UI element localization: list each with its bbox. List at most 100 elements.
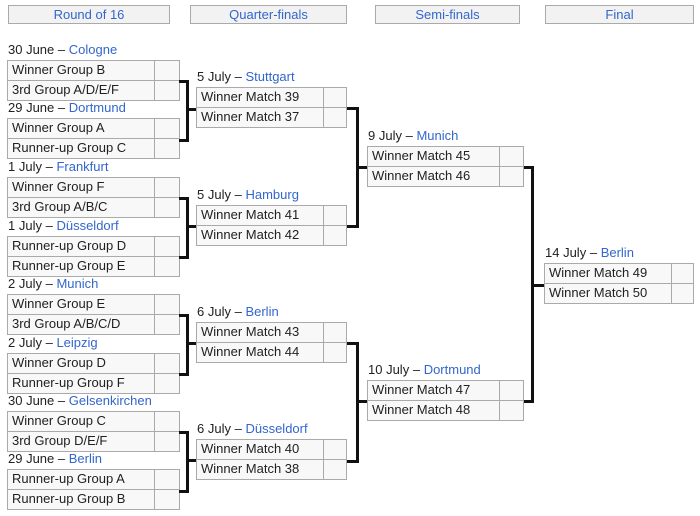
- venue-link[interactable]: Gelsenkirchen: [68, 393, 152, 408]
- match-date: 9 July – Munich: [368, 128, 459, 143]
- score-cell: [154, 490, 179, 509]
- connector-line: [179, 80, 189, 83]
- connector-line: [179, 314, 189, 317]
- venue-link[interactable]: Dortmund: [68, 100, 126, 115]
- header-quarter-finals: Quarter-finals: [190, 5, 347, 24]
- connector-line: [179, 139, 189, 142]
- header-round-of-16-link[interactable]: Round of 16: [53, 7, 125, 22]
- team-name: Winner Match 42: [201, 227, 300, 242]
- header-semi-finals: Semi-finals: [375, 5, 520, 24]
- connector-line: [179, 197, 189, 200]
- venue-link[interactable]: Berlin: [600, 245, 634, 260]
- score-cell: [154, 81, 179, 100]
- score-cell: [323, 343, 346, 362]
- team-row: 3rd Group A/B/C/D: [8, 314, 179, 334]
- team-name: Winner Match 38: [201, 461, 300, 476]
- connector-line: [186, 108, 196, 111]
- team-name: Winner Match 39: [201, 89, 300, 104]
- team-name: 3rd Group A/B/C/D: [12, 316, 121, 331]
- team-name: Runner-up Group C: [12, 140, 127, 155]
- score-cell: [154, 119, 179, 138]
- connector-line: [524, 400, 534, 403]
- team-name: Winner Match 43: [201, 324, 300, 339]
- match-date: 6 July – Düsseldorf: [197, 421, 308, 436]
- connector-line: [179, 373, 189, 376]
- team-row: Winner Group F: [8, 178, 179, 197]
- team-name: Winner Match 50: [549, 285, 648, 300]
- score-cell: [323, 206, 346, 225]
- score-cell: [323, 440, 346, 459]
- score-cell: [154, 315, 179, 334]
- team-row: Winner Match 49: [545, 264, 693, 283]
- team-row: Winner Group D: [8, 354, 179, 373]
- header-semi-finals-link[interactable]: Semi-finals: [415, 7, 480, 22]
- team-row: Winner Group E: [8, 295, 179, 314]
- team-row: Runner-up Group F: [8, 373, 179, 393]
- match-date: 29 June – Berlin: [8, 451, 102, 466]
- connector-line: [347, 460, 359, 463]
- score-cell: [154, 470, 179, 489]
- team-name: Runner-up Group A: [12, 471, 125, 486]
- r16-match-3: 1 July – Frankfurt Winner Group F 3rd Gr…: [7, 159, 180, 218]
- venue-link[interactable]: Düsseldorf: [245, 421, 308, 436]
- team-row: Winner Match 38: [197, 459, 346, 479]
- connector-line: [179, 431, 189, 434]
- team-name: Winner Group F: [12, 179, 105, 194]
- match-box: Winner Group C 3rd Group D/E/F: [7, 411, 180, 452]
- match-box: Winner Match 49 Winner Match 50: [544, 263, 694, 304]
- sf-match-1: 9 July – Munich Winner Match 45 Winner M…: [367, 128, 524, 187]
- connector-line: [524, 166, 534, 169]
- score-cell: [323, 460, 346, 479]
- venue-link[interactable]: Berlin: [245, 304, 279, 319]
- team-name: Runner-up Group F: [12, 375, 125, 390]
- header-final-link[interactable]: Final: [605, 7, 634, 22]
- team-row: Winner Match 37: [197, 107, 346, 127]
- team-row: Winner Match 39: [197, 88, 346, 107]
- team-row: Winner Match 43: [197, 323, 346, 342]
- team-name: Winner Match 46: [372, 168, 471, 183]
- header-quarter-finals-link[interactable]: Quarter-finals: [229, 7, 308, 22]
- venue-link[interactable]: Berlin: [68, 451, 102, 466]
- score-cell: [671, 264, 693, 283]
- venue-link[interactable]: Leipzig: [56, 335, 98, 350]
- connector-line: [356, 400, 367, 403]
- venue-link[interactable]: Cologne: [68, 42, 118, 57]
- match-box: Winner Match 47 Winner Match 48: [367, 380, 524, 421]
- team-row: Winner Group B: [8, 61, 179, 80]
- match-date: 30 June – Gelsenkirchen: [8, 393, 152, 408]
- r16-match-6: 2 July – Leipzig Winner Group D Runner-u…: [7, 335, 180, 394]
- venue-link[interactable]: Dortmund: [423, 362, 481, 377]
- connector-line: [356, 166, 367, 169]
- connector-line: [186, 314, 189, 376]
- team-row: Winner Group A: [8, 119, 179, 138]
- team-row: Winner Match 45: [368, 147, 523, 166]
- venue-link[interactable]: Munich: [56, 276, 99, 291]
- qf-match-1: 5 July – Stuttgart Winner Match 39 Winne…: [196, 69, 347, 128]
- connector-line: [186, 197, 189, 259]
- venue-link[interactable]: Munich: [416, 128, 459, 143]
- r16-match-5: 2 July – Munich Winner Group E 3rd Group…: [7, 276, 180, 335]
- score-cell: [154, 432, 179, 451]
- score-cell: [154, 139, 179, 158]
- match-date: 10 July – Dortmund: [368, 362, 481, 377]
- team-name: 3rd Group D/E/F: [12, 433, 108, 448]
- connector-line: [186, 225, 196, 228]
- r16-match-8: 29 June – Berlin Runner-up Group A Runne…: [7, 451, 180, 510]
- match-date: 14 July – Berlin: [545, 245, 634, 260]
- venue-link[interactable]: Düsseldorf: [56, 218, 119, 233]
- venue-link[interactable]: Hamburg: [245, 187, 299, 202]
- venue-link[interactable]: Stuttgart: [245, 69, 295, 84]
- venue-link[interactable]: Frankfurt: [56, 159, 109, 174]
- score-cell: [499, 147, 523, 166]
- connector-line: [186, 80, 189, 142]
- team-name: Winner Match 40: [201, 441, 300, 456]
- match-box: Winner Group E 3rd Group A/B/C/D: [7, 294, 180, 335]
- connector-line: [186, 342, 196, 345]
- team-row: Winner Match 47: [368, 381, 523, 400]
- match-box: Runner-up Group A Runner-up Group B: [7, 469, 180, 510]
- team-name: Runner-up Group D: [12, 238, 127, 253]
- score-cell: [154, 198, 179, 217]
- match-date: 29 June – Dortmund: [8, 100, 126, 115]
- team-row: Runner-up Group C: [8, 138, 179, 158]
